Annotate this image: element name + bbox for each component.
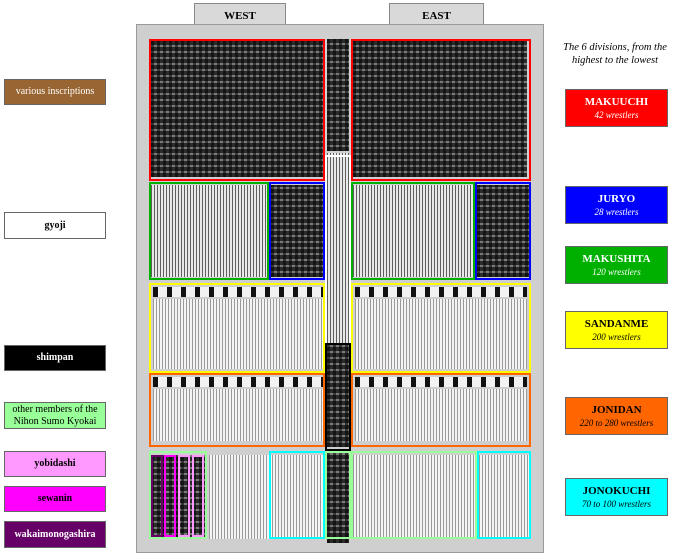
kyokai-west-outline [149, 451, 207, 539]
division-sandanme: SANDANME 200 wrestlers [565, 311, 668, 349]
jonokuchi-west-outline [269, 451, 325, 539]
east-tab: EAST [389, 3, 484, 26]
division-count: 70 to 100 wrestlers [582, 499, 651, 509]
jonokuchi-east-outline [477, 451, 531, 539]
division-count: 120 wrestlers [592, 267, 641, 277]
center-column-print [327, 153, 349, 343]
division-count: 28 wrestlers [594, 207, 639, 217]
center-title-print [327, 39, 349, 151]
kyokai-center-outline [325, 451, 351, 539]
yobidashi-outline-1 [178, 455, 190, 537]
division-name: JONOKUCHI [582, 485, 651, 497]
sandanme-east-outline [351, 283, 531, 373]
makuuchi-west-print [151, 41, 323, 177]
label-shimpan: shimpan [4, 345, 106, 371]
sandanme-west-outline [149, 283, 325, 373]
jonidan-west-header [153, 377, 323, 387]
division-count: 220 to 280 wrestlers [579, 418, 654, 428]
label-wakaimonogashira: wakaimonogashira [4, 521, 106, 548]
makushita-east-print [353, 185, 473, 277]
bottom-west-print [209, 455, 323, 539]
makushita-west-print [151, 185, 267, 277]
division-count: 42 wrestlers [594, 110, 639, 120]
juryo-west-outline [269, 182, 325, 280]
jonidan-west-print [153, 389, 323, 441]
division-makuuchi: MAKUUCHI 42 wrestlers [565, 89, 668, 127]
makuuchi-east-outline [351, 39, 531, 181]
banzuke-sheet [136, 24, 544, 553]
sandanme-east-header [355, 287, 527, 297]
jonidan-east-outline [351, 373, 531, 447]
division-makushita: MAKUSHITA 120 wrestlers [565, 246, 668, 284]
juryo-east-outline [475, 182, 531, 280]
wakaimonogashira-outline [151, 455, 163, 537]
makushita-east-outline [351, 182, 475, 280]
center-bottom-print [327, 453, 349, 543]
gyoji-outline [325, 155, 351, 345]
divisions-note: The 6 divisions, from the highest to the… [563, 42, 667, 66]
shimpan-outline [325, 343, 351, 451]
label-sewanin: sewanin [4, 486, 106, 512]
label-gyoji: gyoji [4, 212, 106, 239]
jonidan-east-header [355, 377, 527, 387]
yobidashi-outline-2 [192, 455, 204, 537]
makushita-west-outline [149, 182, 269, 280]
sandanme-east-print [355, 299, 527, 369]
label-kyokai-members: other members of the Nihon Sumo Kyokai [4, 402, 106, 429]
label-various-inscriptions: various inscriptions [4, 79, 106, 105]
sandanme-west-print [153, 299, 323, 369]
makuuchi-east-print [353, 41, 527, 177]
jonidan-west-outline [149, 373, 325, 447]
division-name: MAKUSHITA [582, 253, 651, 265]
juryo-west-print [271, 185, 323, 277]
juryo-east-print [477, 185, 529, 277]
sandanme-west-header [153, 287, 323, 297]
division-name: MAKUUCHI [584, 96, 649, 108]
jonidan-east-print [355, 389, 527, 441]
division-juryo: JURYO 28 wrestlers [565, 186, 668, 224]
division-count: 200 wrestlers [592, 332, 641, 342]
west-tab: WEST [194, 3, 286, 26]
makuuchi-west-outline [149, 39, 325, 181]
division-name: SANDANME [584, 318, 649, 330]
label-yobidashi: yobidashi [4, 451, 106, 477]
division-jonidan: JONIDAN 220 to 280 wrestlers [565, 397, 668, 435]
division-name: JONIDAN [591, 404, 642, 416]
bottom-east-print [353, 455, 529, 539]
division-name: JURYO [597, 193, 636, 205]
sewanin-outline-1 [164, 455, 176, 537]
division-jonokuchi: JONOKUCHI 70 to 100 wrestlers [565, 478, 668, 516]
center-shimpan-print [327, 345, 349, 447]
kyokai-east-outline [351, 451, 477, 539]
